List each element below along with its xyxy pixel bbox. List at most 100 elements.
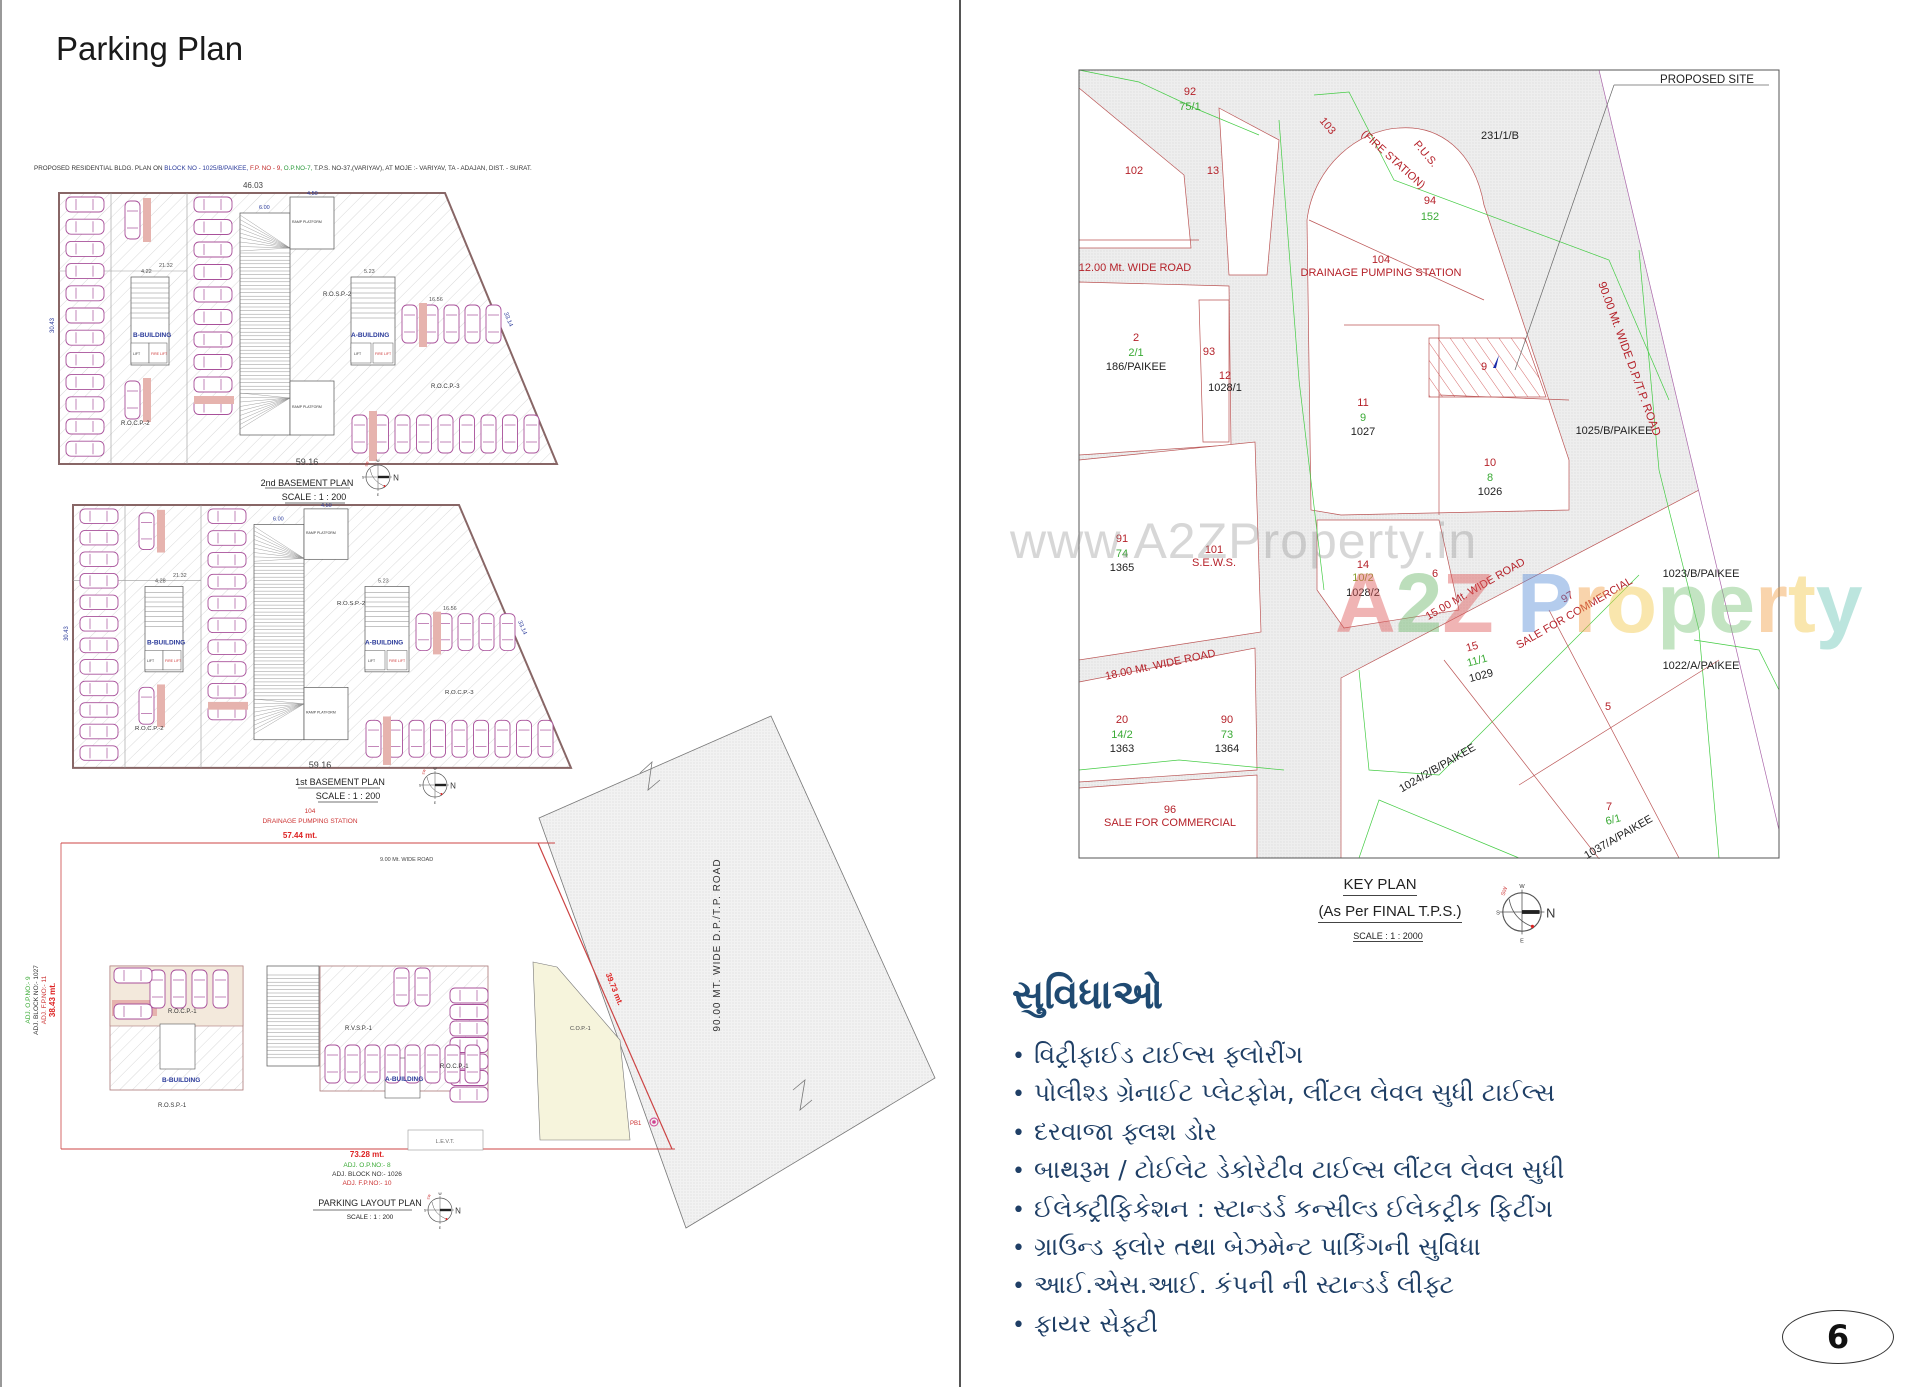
compass-label: W <box>1519 884 1525 890</box>
svg-text:10/2: 10/2 <box>1352 572 1373 584</box>
svg-text:12.00 Mt. WIDE ROAD: 12.00 Mt. WIDE ROAD <box>1079 262 1192 274</box>
car-parking-slot <box>365 719 382 758</box>
car-parking-slot <box>401 304 418 344</box>
plot-14 <box>1316 519 1460 629</box>
car-parking-slot <box>480 414 497 454</box>
svg-text:90: 90 <box>1221 714 1233 726</box>
svg-text:PB1: PB1 <box>630 1121 642 1127</box>
svg-text:ADJ. O.P.NO:- 8: ADJ. O.P.NO:- 8 <box>343 1162 391 1169</box>
car-parking-slot <box>207 639 247 655</box>
drawing-label: 21.32 <box>159 263 173 269</box>
car-parking-slot <box>464 304 481 344</box>
car-parking-slot <box>207 573 247 590</box>
car-parking-slot <box>65 351 105 368</box>
car-parking-slot <box>384 1044 401 1084</box>
svg-text:14: 14 <box>1357 559 1369 571</box>
car-parking-slot <box>424 1044 441 1084</box>
bullet-icon: • <box>1012 1044 1025 1069</box>
drawing-label: 5.23 <box>364 269 375 275</box>
drawing-label: A-BUILDING <box>351 332 389 339</box>
car-parking-slot <box>364 1044 381 1084</box>
drawing-label: 4.50 <box>321 503 332 509</box>
drawing-label: 21.32 <box>173 573 187 579</box>
drawing-label: LIFT <box>368 659 376 663</box>
car-parking-slot <box>451 719 468 758</box>
drawing-label: RAMP PLATFORM <box>292 220 322 224</box>
car-parking-slot <box>351 414 368 454</box>
drawing-label: R.O.C.P.-3 <box>431 384 460 390</box>
svg-text:96: 96 <box>1164 804 1176 816</box>
svg-text:46.03: 46.03 <box>243 181 264 190</box>
logo-letter <box>1494 556 1517 650</box>
svg-text:94: 94 <box>1424 195 1436 207</box>
car-parking-slot <box>408 719 425 758</box>
car-parking-slot <box>79 680 119 697</box>
car-parking-slot <box>124 200 141 240</box>
car-parking-slot <box>373 414 389 454</box>
svg-text:93: 93 <box>1203 346 1215 358</box>
svg-text:8: 8 <box>1487 472 1493 484</box>
amenity-item: •આઈ.એસ.આઈ. કંપની ની સ્ટાન્ડર્ડ લીફ્ટ <box>1012 1266 1564 1304</box>
car-parking-slot <box>207 530 247 546</box>
car-parking-slot <box>79 745 119 761</box>
car-parking-slot <box>79 637 119 654</box>
key-plan-map: PROPOSED SITE 92 75/1 102 13 103 P.U.S. … <box>1078 69 1780 859</box>
drawing-label: R.O.C.P.-2 <box>121 421 150 427</box>
compass-label: S <box>424 1209 427 1213</box>
svg-text:ADJ. F.P.NO:- 10: ADJ. F.P.NO:- 10 <box>342 1180 391 1187</box>
car-parking-slot <box>394 414 411 454</box>
compass-label: N <box>393 474 399 483</box>
car-parking-slot <box>404 1044 421 1084</box>
car-parking-slot <box>113 1003 153 1020</box>
page-number: 6 <box>1782 1310 1894 1364</box>
parking-layout-scale: SCALE : 1 : 200 <box>347 1214 394 1221</box>
car-parking-slot <box>65 440 105 457</box>
svg-text:15: 15 <box>1465 640 1480 655</box>
car-parking-slot <box>207 595 247 612</box>
watermark-logo: A2Z Property <box>1335 555 1863 652</box>
svg-text:1027: 1027 <box>1351 426 1375 438</box>
parking-layout-title: PARKING LAYOUT PLAN <box>318 1198 422 1208</box>
drawing-label: 5.23 <box>378 579 389 585</box>
car-parking-slot <box>207 617 247 633</box>
svg-text:101: 101 <box>1205 544 1223 556</box>
car-parking-slot <box>193 309 233 325</box>
compass-label: W <box>433 767 437 771</box>
car-parking-slot <box>502 414 518 454</box>
amenity-text: પોલીશ્ડ ગ્રેનાઈટ પ્લેટફોમ, લીંટલ લેવલ સુ… <box>1034 1078 1556 1108</box>
car-parking-slot <box>65 329 105 346</box>
compass-label: E <box>434 801 437 805</box>
svg-text:2/1: 2/1 <box>1128 347 1143 359</box>
svg-text:9: 9 <box>1481 361 1487 373</box>
svg-text:1023/B/PAIKEE: 1023/B/PAIKEE <box>1663 568 1740 580</box>
car-parking-slot <box>193 241 233 258</box>
drawing-label: 4.22 <box>141 269 152 275</box>
drawing-label: 30.43 <box>50 317 56 333</box>
car-parking-slot <box>437 414 454 454</box>
car-parking-slot <box>430 719 446 758</box>
drawing-label: 33.14 <box>502 312 513 329</box>
compass-label: N <box>455 1207 461 1216</box>
car-parking-slot <box>485 304 502 344</box>
drawing-label: 16.56 <box>429 297 443 303</box>
svg-text:186/PAIKEE: 186/PAIKEE <box>1106 361 1166 373</box>
car-parking-slot <box>193 196 233 213</box>
svg-text:102: 102 <box>1125 165 1143 177</box>
car-parking-slot <box>449 1004 489 1020</box>
keyplan-scale: SCALE : 1 : 2000 <box>1353 931 1423 942</box>
amenity-text: ફાયર સેફ્ટી <box>1034 1308 1158 1338</box>
svg-text:C.O.P.-1: C.O.P.-1 <box>570 1026 591 1032</box>
svg-text:74: 74 <box>1116 548 1128 560</box>
car-parking-slot <box>79 616 119 632</box>
svg-text:20: 20 <box>1116 714 1128 726</box>
car-parking-slot <box>444 1044 461 1084</box>
car-parking-slot <box>193 286 233 303</box>
car-parking-slot <box>193 264 233 280</box>
amenity-text: દરવાજા ફ્લશ ડોર <box>1034 1116 1218 1146</box>
bullet-icon: • <box>1012 1159 1025 1185</box>
drawing-label: FIRE LIFT <box>389 659 406 663</box>
amenity-item: •ફાયર સેફ્ટી <box>1012 1305 1564 1343</box>
car-parking-slot <box>324 1044 341 1084</box>
